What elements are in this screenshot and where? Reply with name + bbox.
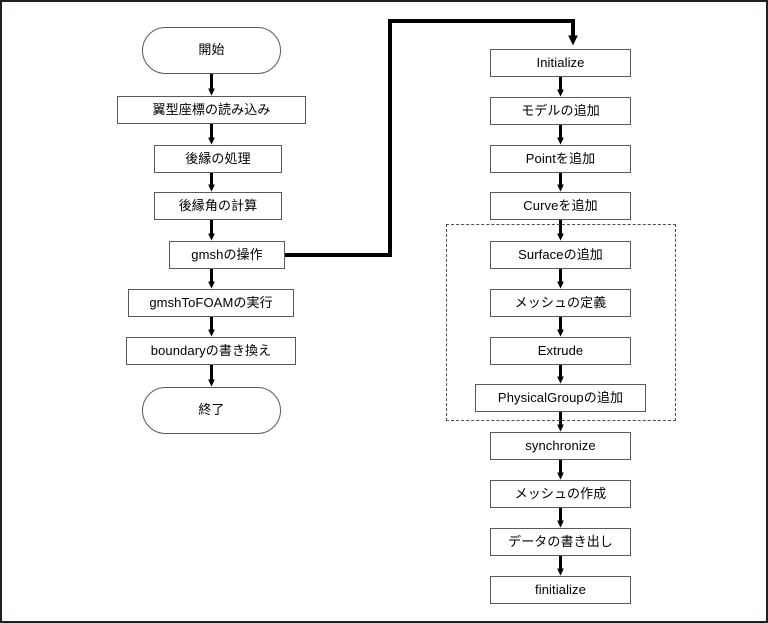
node-add-physical-group[interactable]: PhysicalGroupの追加: [475, 384, 646, 412]
node-gmsh-operation-label: gmshの操作: [191, 246, 263, 262]
node-add-model[interactable]: モデルの追加: [490, 97, 631, 125]
node-rewrite-boundary[interactable]: boundaryの書き換え: [126, 337, 296, 365]
node-gmsh-operation[interactable]: gmshの操作: [169, 241, 285, 269]
node-synchronize[interactable]: synchronize: [490, 432, 631, 460]
node-write-data[interactable]: データの書き出し: [490, 528, 631, 556]
node-start-label: 開始: [198, 42, 225, 58]
node-add-physical-group-label: PhysicalGroupの追加: [497, 389, 624, 405]
node-add-curve[interactable]: Curveを追加: [490, 192, 631, 220]
node-add-curve-label: Curveを追加: [523, 197, 598, 213]
node-define-mesh[interactable]: メッシュの定義: [490, 289, 631, 317]
node-end[interactable]: 終了: [142, 387, 281, 434]
node-define-mesh-label: メッシュの定義: [514, 294, 607, 310]
node-finitialize-label: finitialize: [535, 581, 586, 597]
node-add-surface-label: Surfaceの追加: [518, 246, 603, 262]
node-create-mesh[interactable]: メッシュの作成: [490, 480, 631, 508]
gmsh-to-initialize-connector: [285, 19, 578, 257]
node-trailing-edge-process[interactable]: 後縁の処理: [154, 145, 282, 173]
node-add-point-label: Pointを追加: [525, 150, 596, 166]
node-write-data-label: データの書き出し: [508, 533, 613, 549]
node-synchronize-label: synchronize: [525, 437, 596, 453]
node-trailing-edge-process-label: 後縁の処理: [185, 150, 251, 166]
node-initialize[interactable]: Initialize: [490, 49, 631, 77]
node-trailing-edge-angle-label: 後縁角の計算: [178, 197, 258, 213]
node-gmsh-to-foam-label: gmshToFOAMの実行: [149, 294, 273, 310]
node-add-point[interactable]: Pointを追加: [490, 145, 631, 173]
node-add-surface[interactable]: Surfaceの追加: [490, 241, 631, 269]
node-initialize-label: Initialize: [536, 54, 585, 70]
node-gmsh-to-foam[interactable]: gmshToFOAMの実行: [128, 289, 294, 317]
node-create-mesh-label: メッシュの作成: [514, 485, 607, 501]
node-finitialize[interactable]: finitialize: [490, 576, 631, 604]
node-rewrite-boundary-label: boundaryの書き換え: [150, 342, 272, 358]
node-start[interactable]: 開始: [142, 27, 281, 74]
node-add-model-label: モデルの追加: [521, 102, 600, 118]
node-extrude-label: Extrude: [537, 342, 584, 358]
node-read-airfoil-coords[interactable]: 翼型座標の読み込み: [117, 96, 306, 124]
node-extrude[interactable]: Extrude: [490, 337, 631, 365]
node-read-airfoil-coords-label: 翼型座標の読み込み: [152, 101, 271, 117]
node-trailing-edge-angle[interactable]: 後縁角の計算: [154, 192, 282, 220]
node-end-label: 終了: [198, 402, 225, 418]
